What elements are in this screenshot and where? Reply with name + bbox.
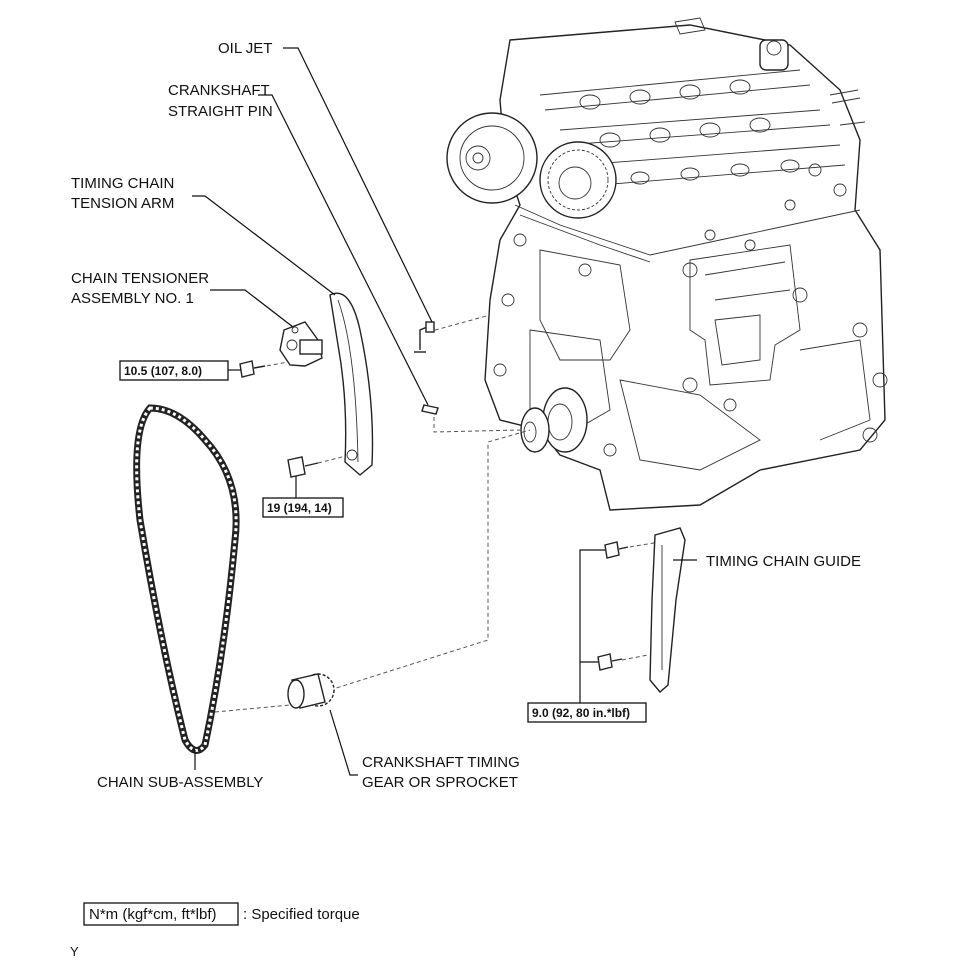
label-tensioner-line2: ASSEMBLY NO. 1 <box>71 290 194 307</box>
torque-box-tensioner-frame <box>119 360 229 381</box>
chain-tensioner-assembly-part <box>239 321 323 378</box>
torque-box-guide-frame <box>527 702 647 723</box>
label-crank-sprocket-line2: GEAR OR SPROCKET <box>362 774 518 791</box>
engine-block-illustration <box>446 17 888 511</box>
label-timing-chain-guide: TIMING CHAIN GUIDE <box>706 553 861 570</box>
leader-lines <box>192 47 697 776</box>
label-chain-sub-assembly: CHAIN SUB-ASSEMBLY <box>97 774 263 791</box>
label-crankshaft-straight-pin-line1: CRANKSHAFT <box>168 82 270 99</box>
oil-jet-part <box>414 321 435 353</box>
label-tension-arm-line2: TENSION ARM <box>71 195 174 212</box>
label-tension-arm-line1: TIMING CHAIN <box>71 175 174 192</box>
torque-box-arm-frame <box>262 497 344 518</box>
torque-arm-bolt: 19 (194, 14) <box>267 501 332 515</box>
label-oil-jet: OIL JET <box>218 40 272 57</box>
label-tensioner-line1: CHAIN TENSIONER <box>71 270 209 287</box>
label-crankshaft-straight-pin-line2: STRAIGHT PIN <box>168 103 273 120</box>
assembly-dashed-lines <box>214 314 661 713</box>
crankshaft-timing-sprocket-part <box>287 673 335 709</box>
torque-tensioner-bolt: 10.5 (107, 8.0) <box>124 364 202 378</box>
torque-guide-bolts: 9.0 (92, 80 in.*lbf) <box>532 706 630 720</box>
legend-specified-torque: : Specified torque <box>243 906 360 923</box>
corner-code: Y <box>70 944 79 959</box>
timing-chain-tension-arm-part <box>287 292 374 478</box>
label-crank-sprocket-line1: CRANKSHAFT TIMING <box>362 754 520 771</box>
legend-unit-box-frame <box>83 902 239 926</box>
chain-sub-assembly-part <box>133 404 240 754</box>
crankshaft-straight-pin-part <box>421 404 439 415</box>
timing-chain-guide-part <box>597 527 686 693</box>
legend-unit-box: N*m (kgf*cm, ft*lbf) <box>89 906 217 923</box>
